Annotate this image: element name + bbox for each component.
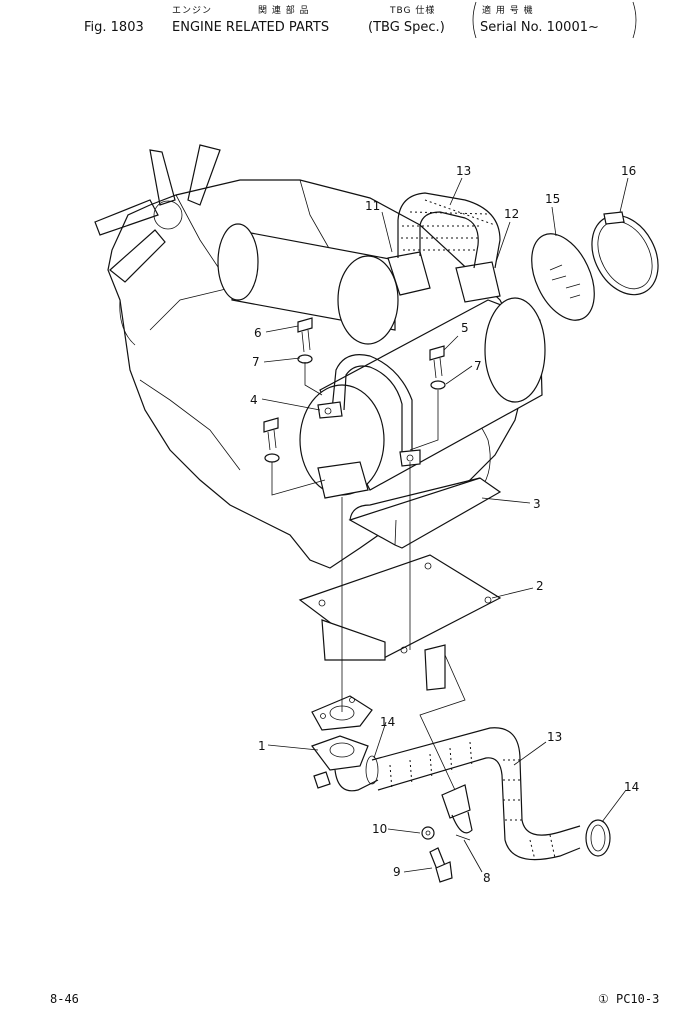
callout-14-lower: 14 [624, 780, 639, 794]
callout-7-left: 7 [252, 355, 260, 369]
callout-4: 4 [250, 393, 258, 407]
figure-title: ENGINE RELATED PARTS [172, 20, 330, 35]
bolt-lower [429, 847, 453, 883]
jp-tbg-spec-label: TBG 仕様 [390, 6, 436, 16]
jp-engine-label: エンジン [172, 6, 213, 16]
callout-13: 13 [547, 730, 562, 744]
muffler-band-strap [317, 354, 421, 467]
callout-8: 8 [483, 871, 491, 885]
hose-clamp-lower [585, 819, 611, 857]
elbow-flange [311, 735, 379, 792]
air-cleaner [217, 223, 399, 345]
lower-flex-hose [371, 727, 581, 861]
callout-14-upper: 14 [380, 715, 395, 729]
heat-shield [348, 477, 502, 549]
leader-lines [261, 177, 629, 873]
hose-bracket [441, 784, 473, 841]
callout-12-right: 12 [504, 207, 519, 221]
callout-6: 6 [254, 326, 262, 340]
callout-9: 9 [393, 865, 401, 879]
model-code: ① PC10-3 [598, 992, 660, 1006]
mounting-plate [298, 554, 502, 691]
callout-11: 13 [456, 164, 471, 178]
page-number: 8-46 [50, 992, 79, 1006]
washer-small [421, 826, 435, 840]
callout-3: 3 [533, 497, 541, 511]
callout-10: 10 [372, 822, 387, 836]
upper-flex-hose [397, 192, 501, 269]
fan-icon [94, 144, 221, 283]
jp-applicable-serial-label: 適 用 号 機 [482, 6, 534, 16]
jp-related-parts-label: 関 連 部 品 [258, 6, 310, 16]
callout-5: 5 [461, 321, 469, 335]
spec-label: (TBG Spec.) [368, 20, 445, 35]
rain-cap [531, 233, 595, 321]
figure-number: Fig. 1803 [84, 20, 144, 35]
bolt-left [263, 417, 280, 463]
gasket [311, 695, 373, 731]
callout-12-left: 11 [365, 199, 380, 213]
callout-2: 2 [536, 579, 544, 593]
callout-labels: 13 11 12 15 16 6 7 5 7 4 3 2 1 14 13 14 … [250, 164, 639, 885]
serial-range: Serial No. 10001~ [480, 20, 599, 35]
muffler-outlet-flanges [317, 251, 501, 499]
serial-bracket-right [632, 1, 637, 39]
hose-clamp-elbow [365, 755, 379, 785]
clamp-band [591, 211, 659, 296]
bolt-upper-left [297, 317, 313, 364]
bolt-upper-right [429, 345, 446, 390]
callout-16: 16 [621, 164, 636, 178]
callout-1: 1 [258, 739, 266, 753]
callout-7-right: 7 [474, 359, 482, 373]
alignment-lines [271, 362, 466, 791]
serial-bracket-left [472, 1, 477, 39]
callout-15: 15 [545, 192, 560, 206]
